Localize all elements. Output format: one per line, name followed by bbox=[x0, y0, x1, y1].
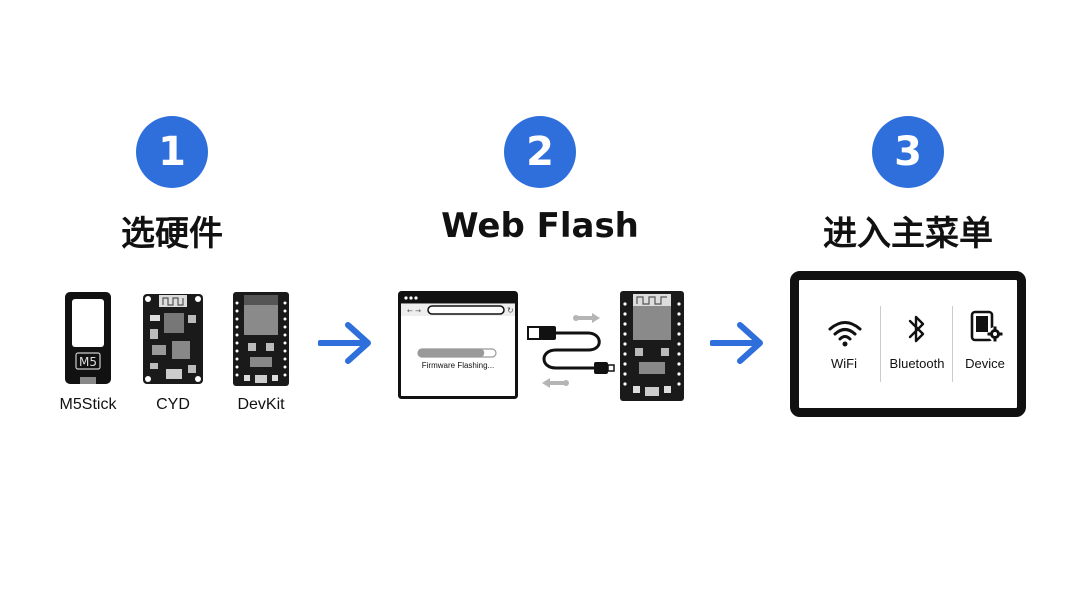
bluetooth-icon bbox=[908, 315, 925, 343]
step-1-number: 1 bbox=[158, 129, 186, 175]
m5stick-device: M5 bbox=[64, 291, 112, 389]
step-3-title: 进入主菜单 bbox=[823, 214, 993, 254]
progress-bar-fill bbox=[418, 349, 485, 357]
step-3-number: 3 bbox=[894, 129, 922, 175]
data-transfer-left-icon bbox=[542, 378, 569, 388]
step-2-number: 2 bbox=[526, 129, 554, 175]
menu-item-bluetooth[interactable]: Bluetooth bbox=[881, 315, 953, 378]
cyd-label: CYD bbox=[156, 396, 190, 413]
devkit-illustration bbox=[233, 292, 289, 386]
menu-item-wifi[interactable]: WiFi bbox=[807, 318, 881, 378]
menu-divider bbox=[880, 306, 881, 382]
menu-divider bbox=[952, 306, 953, 382]
step-2-title: Web Flash bbox=[441, 206, 639, 246]
step-1-title: 选硬件 bbox=[121, 214, 223, 254]
progress-text: Firmware Flashing... bbox=[421, 361, 495, 370]
data-transfer-right-icon bbox=[573, 313, 600, 323]
step-2-badge: 2 bbox=[504, 116, 576, 188]
cyd-illustration bbox=[143, 294, 203, 384]
wifi-icon bbox=[828, 321, 862, 347]
step-3-badge: 3 bbox=[872, 116, 944, 188]
usb-cable bbox=[526, 310, 618, 394]
m5stick-label: M5Stick bbox=[59, 396, 117, 413]
devkit-label: DevKit bbox=[237, 396, 285, 413]
device-settings-icon bbox=[970, 310, 1003, 342]
esp32-illustration bbox=[620, 291, 684, 401]
devkit-board bbox=[232, 291, 290, 391]
svg-text:↻: ↻ bbox=[507, 306, 514, 315]
m5stick-illustration: M5 bbox=[65, 292, 111, 384]
svg-text:← →: ← → bbox=[407, 307, 421, 315]
esp32-board bbox=[619, 290, 685, 406]
step-1-badge: 1 bbox=[136, 116, 208, 188]
arrow-right-icon bbox=[318, 320, 372, 366]
main-menu-screen: WiFi Bluetooth Device bbox=[790, 271, 1026, 417]
browser-window: ← → ↻ Firmware Flashing... bbox=[398, 291, 518, 399]
m5-logo: M5 bbox=[79, 355, 97, 369]
menu-item-label: WiFi bbox=[831, 356, 857, 371]
menu-item-label: Bluetooth bbox=[889, 356, 945, 371]
menu-item-label: Device bbox=[965, 356, 1005, 371]
cyd-board bbox=[142, 293, 204, 389]
menu-item-device[interactable]: Device bbox=[953, 310, 1017, 378]
arrow-right-icon-2 bbox=[710, 320, 764, 366]
